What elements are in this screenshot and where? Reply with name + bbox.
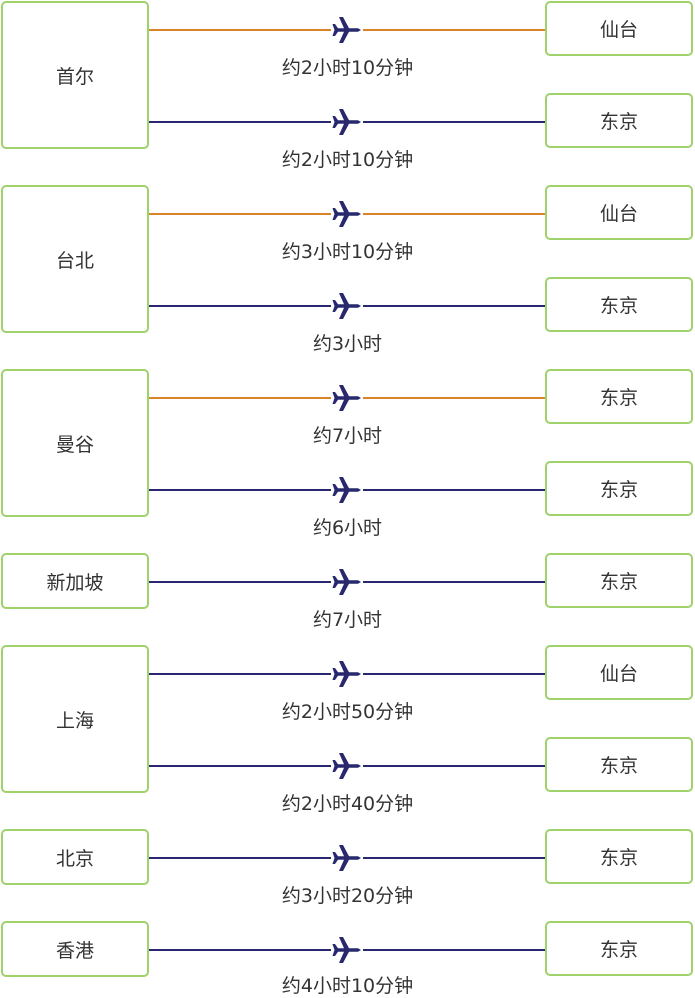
airplane-icon	[331, 751, 363, 781]
flight-route: 约7小时	[149, 383, 546, 447]
airplane-icon	[331, 567, 363, 597]
destination-city: 东京	[545, 369, 693, 424]
destination-city: 东京	[545, 829, 693, 884]
flight-duration: 约3小时10分钟	[281, 241, 414, 263]
destination-city: 东京	[545, 93, 693, 148]
airplane-icon	[331, 935, 363, 965]
flight-duration: 约3小时	[312, 333, 383, 355]
airplane-icon	[331, 843, 363, 873]
flight-route: 约7小时	[149, 567, 546, 631]
flight-route: 约2小时40分钟	[149, 751, 546, 815]
origin-city: 新加坡	[1, 553, 149, 609]
flight-duration: 约2小时10分钟	[281, 57, 414, 79]
destination-city: 仙台	[545, 1, 693, 56]
destination-city: 东京	[545, 737, 693, 792]
airplane-icon	[331, 291, 363, 321]
airplane-icon	[331, 199, 363, 229]
destination-city: 东京	[545, 277, 693, 332]
airplane-icon	[331, 475, 363, 505]
flight-duration: 约7小时	[312, 609, 383, 631]
flight-route: 约3小时	[149, 291, 546, 355]
origin-city: 曼谷	[1, 369, 149, 517]
flight-route: 约3小时10分钟	[149, 199, 546, 263]
flight-duration: 约4小时10分钟	[281, 975, 414, 997]
flight-route: 约2小时10分钟	[149, 107, 546, 171]
destination-city: 仙台	[545, 645, 693, 700]
destination-city: 东京	[545, 461, 693, 516]
destination-city: 东京	[545, 921, 693, 976]
origin-city: 首尔	[1, 1, 149, 149]
flight-route: 约2小时10分钟	[149, 15, 546, 79]
flight-route: 约3小时20分钟	[149, 843, 546, 907]
origin-city: 上海	[1, 645, 149, 793]
airplane-icon	[331, 15, 363, 45]
flight-route: 约6小时	[149, 475, 546, 539]
destination-city: 东京	[545, 553, 693, 608]
destination-city: 仙台	[545, 185, 693, 240]
flight-route: 约4小时10分钟	[149, 935, 546, 997]
airplane-icon	[331, 659, 363, 689]
origin-city: 北京	[1, 829, 149, 885]
flight-duration: 约3小时20分钟	[281, 885, 414, 907]
flight-duration: 约2小时40分钟	[281, 793, 414, 815]
origin-city: 香港	[1, 921, 149, 977]
airplane-icon	[331, 107, 363, 137]
flight-duration: 约7小时	[312, 425, 383, 447]
flight-duration: 约6小时	[312, 517, 383, 539]
flight-route: 约2小时50分钟	[149, 659, 546, 723]
origin-city: 台北	[1, 185, 149, 333]
flight-duration: 约2小时10分钟	[281, 149, 414, 171]
airplane-icon	[331, 383, 363, 413]
flight-duration: 约2小时50分钟	[281, 701, 414, 723]
